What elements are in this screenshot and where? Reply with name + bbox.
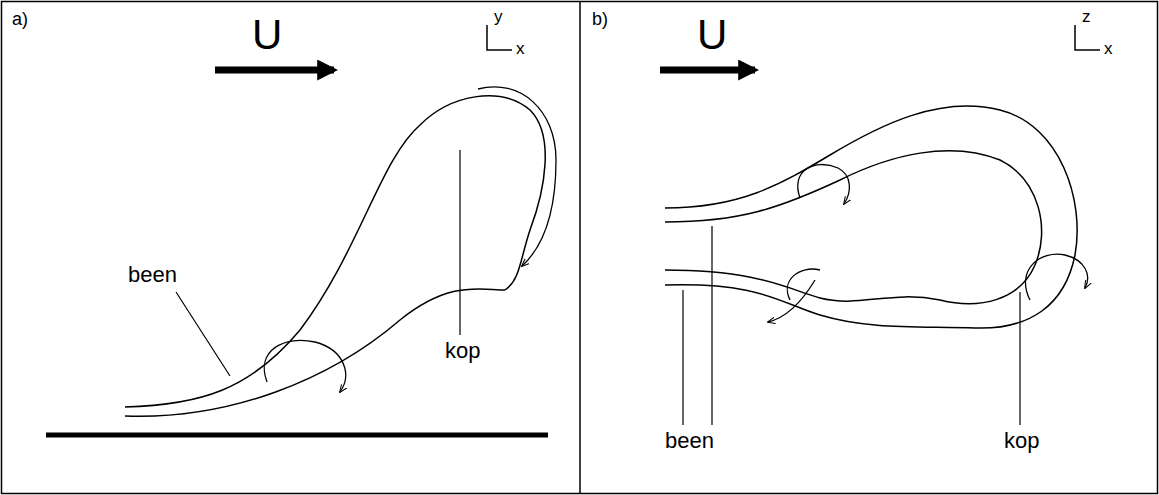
rotation-arrow: [787, 269, 820, 300]
flow-symbol: U: [252, 14, 282, 56]
leader-line: [1019, 292, 1020, 425]
rotation-arrow: [478, 87, 556, 266]
rotation-arrow: [264, 340, 345, 392]
part-label: kop: [445, 340, 480, 362]
flow-arrow: [215, 67, 334, 74]
leader-line: [711, 226, 712, 425]
rotation-arrow: [768, 280, 815, 322]
vortex-outline: [665, 151, 1042, 304]
panel-tag: a): [12, 10, 28, 28]
leader-line: [459, 150, 460, 335]
axis-label: x: [1104, 40, 1113, 57]
rotation-arrow: [798, 165, 850, 204]
panel-tag: b): [592, 10, 608, 28]
axis-corner: [487, 25, 512, 50]
axis-label: z: [1082, 8, 1091, 25]
axis-corner: [1075, 25, 1100, 50]
leader-line: [176, 292, 230, 376]
vortex-outline: [125, 96, 545, 407]
part-label: been: [128, 264, 177, 286]
flow-arrow: [660, 67, 755, 74]
leader-line: [682, 290, 683, 425]
axis-label: y: [494, 8, 503, 25]
flow-symbol: U: [697, 14, 727, 56]
axis-label: x: [516, 40, 525, 57]
rotation-arrow: [1025, 254, 1087, 300]
part-label: kop: [1004, 430, 1039, 452]
part-label: been: [665, 430, 714, 452]
vortex-outline: [125, 289, 505, 416]
vortex-outline: [665, 106, 1077, 328]
divider: [579, 1, 581, 494]
wall: [46, 433, 548, 438]
